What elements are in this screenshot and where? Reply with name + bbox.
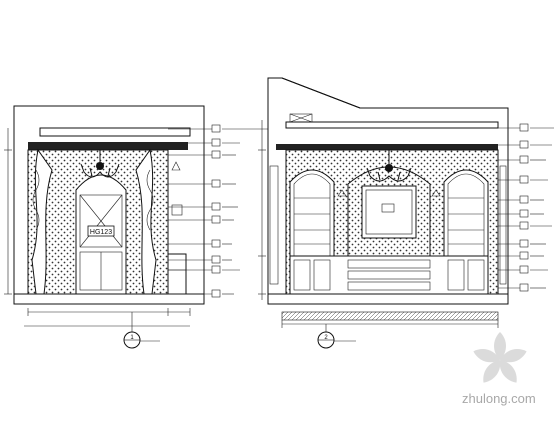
right-cab-door-2 bbox=[313, 259, 331, 291]
left-outer-frame bbox=[13, 105, 205, 305]
right-sconce-left bbox=[337, 189, 347, 197]
left-caption-number: 1 bbox=[130, 335, 134, 341]
right-chandelier-arms bbox=[369, 175, 409, 182]
right-elevation: 2 bbox=[258, 77, 554, 349]
right-cab-door-1 bbox=[293, 259, 311, 291]
left-curtain-fold bbox=[32, 169, 40, 231]
right-caption-number: 2 bbox=[324, 335, 328, 341]
left-door-cross-b bbox=[79, 194, 123, 248]
right-vent-cross-b bbox=[289, 113, 313, 123]
left-curtain-box bbox=[28, 142, 188, 150]
right-left-bookcase bbox=[289, 169, 335, 257]
right-base-cabinet bbox=[289, 255, 489, 295]
right-curtain-fold bbox=[146, 169, 154, 231]
right-cornice-band bbox=[276, 144, 498, 150]
right-sconce-right bbox=[431, 189, 441, 197]
right-cab-door-3 bbox=[447, 259, 465, 291]
right-right-bookcase-inner bbox=[447, 173, 485, 256]
right-right-pilaster bbox=[499, 165, 507, 285]
right-drawer-1 bbox=[347, 259, 431, 269]
right-mirror-label-box bbox=[381, 203, 395, 213]
right-annotations bbox=[498, 123, 554, 292]
right-chandelier-candles bbox=[366, 167, 412, 181]
right-roof-slope bbox=[281, 77, 361, 109]
left-ceiling-cornice bbox=[39, 127, 191, 137]
left-annotations bbox=[168, 124, 268, 298]
door-plaque-text: HG123 bbox=[90, 229, 112, 236]
watermark-logo bbox=[473, 332, 527, 383]
right-cab-door-4 bbox=[467, 259, 485, 291]
right-drawer-2 bbox=[347, 270, 431, 280]
left-chandelier-arms bbox=[83, 171, 117, 178]
left-chandelier-body bbox=[96, 162, 104, 170]
left-wall-lamp-a bbox=[171, 161, 181, 171]
door-plaque bbox=[87, 225, 115, 237]
right-left-pilaster bbox=[269, 165, 279, 285]
right-drawer-3 bbox=[347, 281, 431, 291]
left-wall-ornament bbox=[171, 204, 183, 216]
left-door-upper-panel bbox=[79, 194, 123, 248]
right-cornice-top bbox=[285, 121, 499, 129]
right-dimension-strip bbox=[281, 311, 499, 321]
right-right-bookcase bbox=[443, 169, 489, 257]
right-left-bookcase-inner bbox=[293, 173, 331, 256]
left-chandelier-candles bbox=[80, 163, 120, 177]
watermark-text: zhulong.com bbox=[462, 391, 536, 406]
right-chandelier-body bbox=[385, 164, 393, 172]
left-elevation: HG123 bbox=[4, 105, 268, 349]
